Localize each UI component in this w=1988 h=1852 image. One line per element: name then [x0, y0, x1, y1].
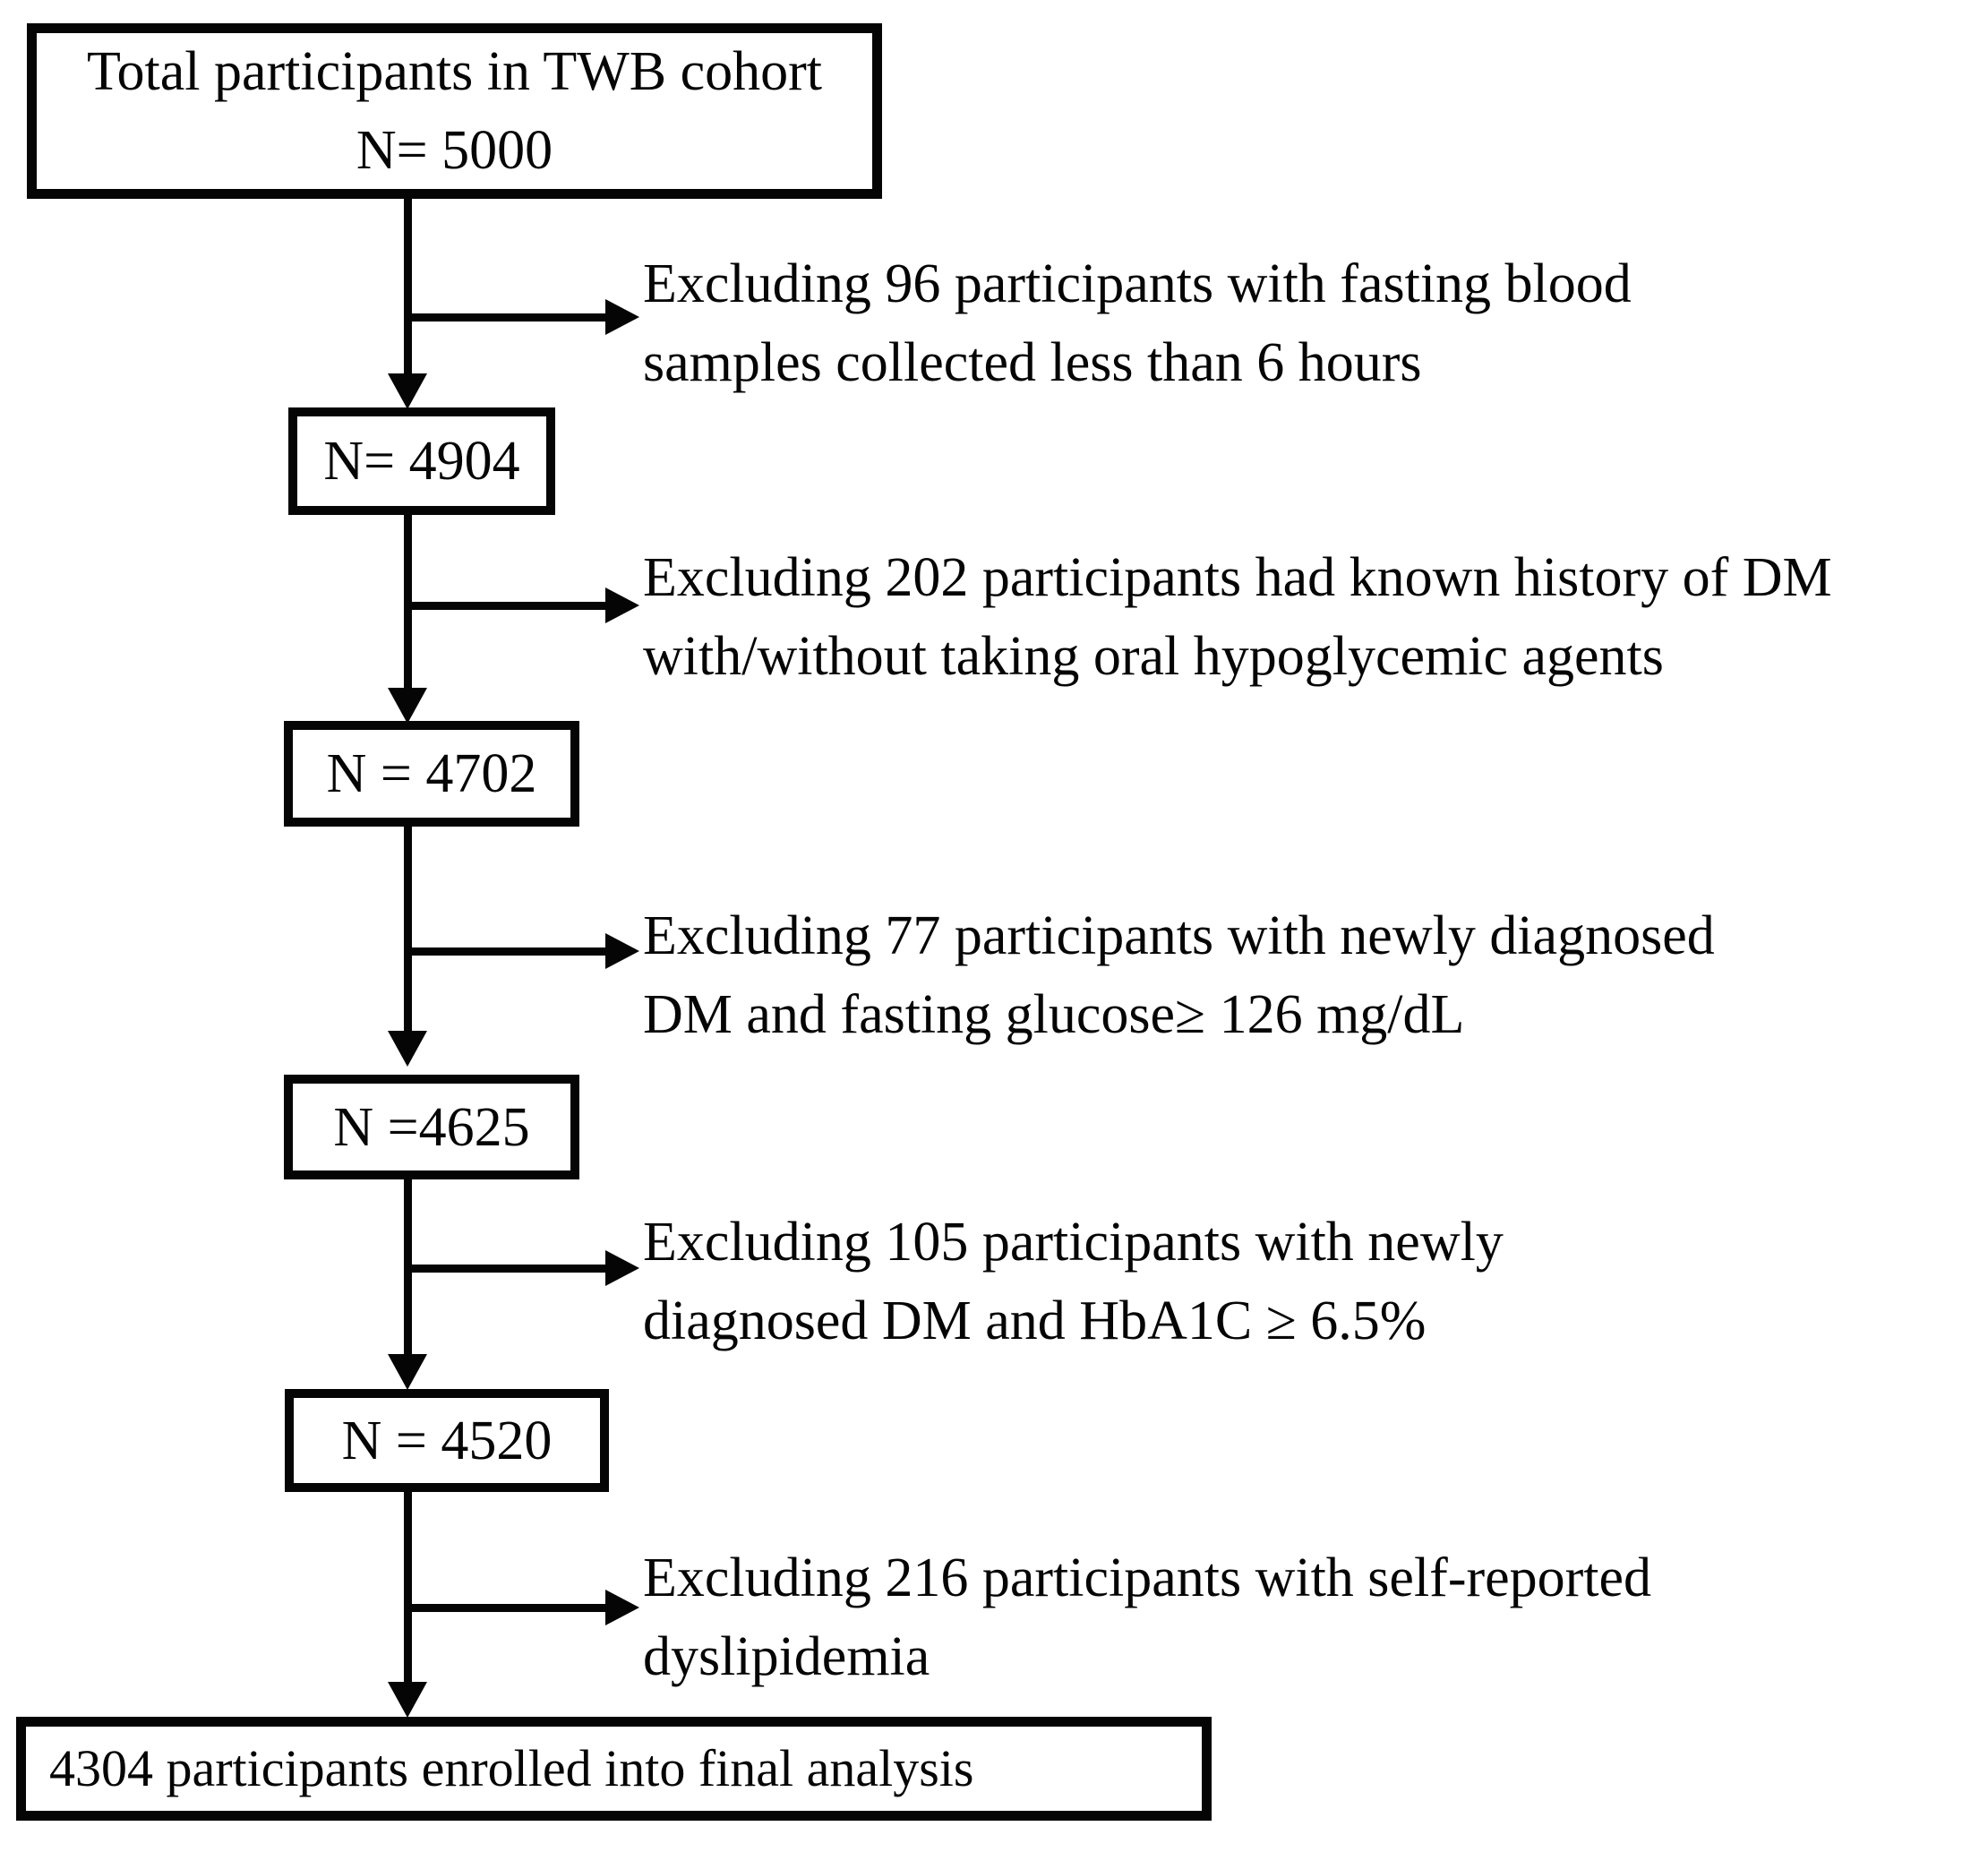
- exclusion-note-2: Excluding 202 participants had known his…: [643, 538, 1832, 696]
- flow-box-n4625: N =4625: [284, 1075, 579, 1179]
- flow-connector-branch-3: [407, 947, 605, 956]
- flow-box-final-analysis: 4304 participants enrolled into final an…: [16, 1717, 1212, 1821]
- exclusion-line: samples collected less than 6 hours: [643, 332, 1422, 393]
- exclusion-line: Excluding 216 participants with self-rep…: [643, 1548, 1652, 1608]
- flow-connector-vertical-3: [404, 827, 412, 1032]
- exclusion-note-1: Excluding 96 participants with fasting b…: [643, 244, 1632, 402]
- flow-box-title: Total participants in TWB cohort: [87, 41, 822, 102]
- flow-connector-vertical-5: [404, 1492, 412, 1683]
- exclusion-line: with/without taking oral hypoglycemic ag…: [643, 626, 1664, 687]
- exclusion-note-5: Excluding 216 participants with self-rep…: [643, 1539, 1651, 1696]
- exclusion-line: Excluding 77 participants with newly dia…: [643, 905, 1715, 966]
- exclusion-line: diagnosed DM and HbA1C ≥ 6.5%: [643, 1290, 1427, 1351]
- flow-connector-branch-4: [407, 1265, 605, 1273]
- flow-box-count: N = 4702: [326, 743, 537, 804]
- arrowhead-down-icon: [388, 1354, 427, 1390]
- exclusion-note-3: Excluding 77 participants with newly dia…: [643, 896, 1715, 1054]
- flow-box-count: N= 5000: [356, 120, 553, 181]
- flow-connector-branch-2: [407, 602, 605, 610]
- arrowhead-right-icon: [605, 1250, 639, 1286]
- flow-connector-branch-5: [407, 1604, 605, 1612]
- arrowhead-down-icon: [388, 373, 427, 409]
- flow-box-count: N =4625: [333, 1096, 530, 1158]
- flow-connector-branch-1: [407, 313, 605, 322]
- arrowhead-right-icon: [605, 587, 639, 623]
- flow-box-n4520: N = 4520: [285, 1389, 609, 1492]
- arrowhead-down-icon: [388, 1031, 427, 1067]
- exclusion-line: Excluding 105 participants with newly: [643, 1212, 1504, 1273]
- flow-connector-vertical-1: [404, 199, 412, 374]
- exclusion-line: dyslipidemia: [643, 1626, 930, 1687]
- flow-box-total-cohort: Total participants in TWB cohort N= 5000: [27, 23, 882, 199]
- exclusion-line: Excluding 96 participants with fasting b…: [643, 253, 1632, 314]
- arrowhead-right-icon: [605, 933, 639, 969]
- exclusion-line: Excluding 202 participants had known his…: [643, 547, 1832, 608]
- flow-box-count: N= 4904: [323, 431, 520, 492]
- flow-box-n4904: N= 4904: [288, 407, 555, 515]
- arrowhead-right-icon: [605, 299, 639, 335]
- arrowhead-down-icon: [388, 1682, 427, 1718]
- arrowhead-down-icon: [388, 688, 427, 724]
- flow-box-n4702: N = 4702: [284, 721, 579, 827]
- exclusion-note-4: Excluding 105 participants with newly di…: [643, 1203, 1504, 1360]
- flow-box-text: 4304 participants enrolled into final an…: [49, 1739, 974, 1797]
- arrowhead-right-icon: [605, 1590, 639, 1625]
- flow-box-count: N = 4520: [341, 1410, 553, 1471]
- exclusion-line: DM and fasting glucose≥ 126 mg/dL: [643, 984, 1465, 1045]
